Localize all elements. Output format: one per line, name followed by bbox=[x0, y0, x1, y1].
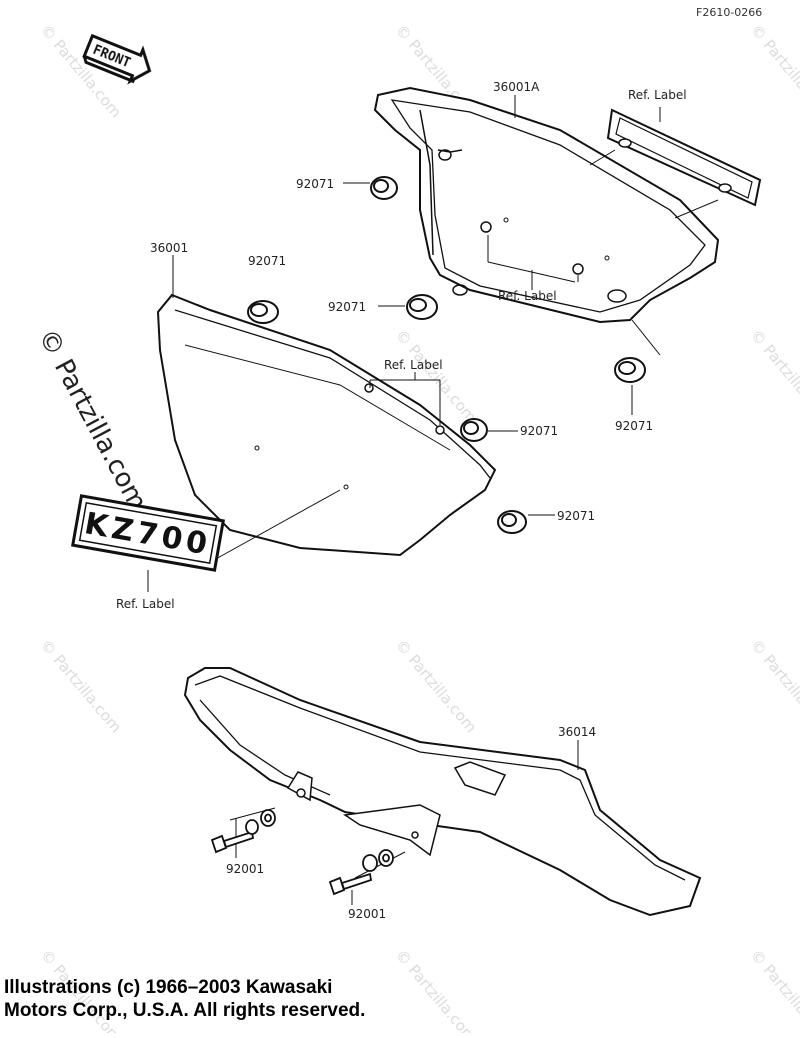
left-side-cover bbox=[156, 293, 497, 557]
watermark-1: © Partzilla.com bbox=[37, 21, 125, 121]
front-arrow-icon: FRONT bbox=[82, 33, 152, 85]
grommet-icons bbox=[247, 176, 646, 534]
copyright-line-1: Illustrations (c) 1966–2003 Kawasaki bbox=[4, 977, 333, 998]
grommet-icon bbox=[370, 176, 398, 200]
kz700-emblem: KZ700 bbox=[71, 494, 225, 572]
label-36001: 36001 bbox=[150, 241, 188, 255]
bolt-icon bbox=[210, 809, 276, 854]
copyright-line-2: Motors Corp., U.S.A. All rights reserved… bbox=[4, 1000, 366, 1021]
label-92071-d: 92071 bbox=[520, 424, 558, 438]
copyright-notice: Illustrations (c) 1966–2003 Kawasaki Mot… bbox=[4, 976, 424, 1022]
bolt-icon bbox=[328, 849, 394, 896]
leader-lines-right bbox=[343, 95, 719, 415]
label-ref-emblem: Ref. Label bbox=[116, 597, 175, 611]
watermark-large: © Partzilla.com bbox=[32, 324, 153, 515]
label-ref-right: Ref. Label bbox=[628, 88, 687, 102]
label-92071-a: 92071 bbox=[296, 177, 334, 191]
label-92001-a: 92001 bbox=[226, 862, 264, 876]
diagram-code: F2610-0266 bbox=[696, 6, 763, 19]
grommet-icon bbox=[247, 300, 279, 324]
grommet-icon bbox=[497, 510, 527, 534]
watermark-8: © Partzilla.com bbox=[747, 636, 800, 736]
grommet-icon bbox=[614, 357, 646, 383]
label-36014: 36014 bbox=[558, 725, 596, 739]
chain-guard bbox=[183, 667, 702, 917]
watermark-3: © Partzilla.com bbox=[747, 21, 800, 121]
label-92071-e: 92071 bbox=[615, 419, 653, 433]
label-92071-f: 92071 bbox=[557, 509, 595, 523]
watermark-7: © Partzilla.com bbox=[392, 636, 480, 736]
right-side-cover bbox=[373, 86, 720, 324]
ref-label-plate-right bbox=[606, 108, 762, 207]
grommet-icon bbox=[460, 418, 488, 442]
leader-lines-left bbox=[147, 255, 555, 592]
watermark-11: © Partzilla.com bbox=[747, 946, 800, 1033]
label-92071-c: 92071 bbox=[328, 300, 366, 314]
watermark-5: © Partzilla.com bbox=[747, 326, 800, 426]
label-ref-mid: Ref. Label bbox=[498, 289, 557, 303]
part-labels: 36001A Ref. Label 92071 36001 92071 Ref.… bbox=[116, 80, 687, 921]
label-ref-left: Ref. Label bbox=[384, 358, 443, 372]
label-92001-b: 92001 bbox=[348, 907, 386, 921]
label-92071-b: 92071 bbox=[248, 254, 286, 268]
grommet-icon bbox=[406, 294, 438, 320]
label-36001a: 36001A bbox=[493, 80, 540, 94]
watermark-6: © Partzilla.com bbox=[37, 636, 125, 736]
